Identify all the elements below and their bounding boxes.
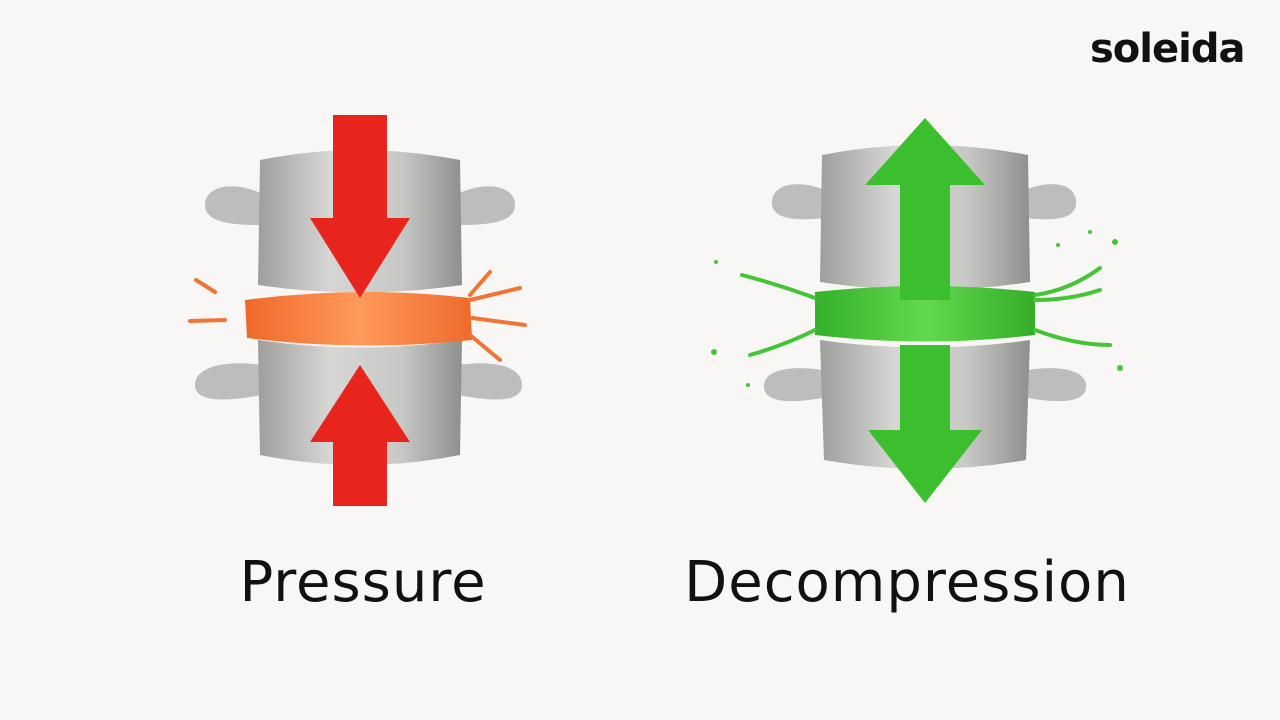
- compression-arrow-down-icon: [310, 115, 410, 298]
- decompression-arrow-up-icon: [865, 118, 985, 300]
- brand-logo: soleida: [1090, 26, 1245, 72]
- decompression-arrow-down-icon: [868, 345, 982, 503]
- compression-arrow-up-icon: [310, 365, 410, 506]
- decompression-label: Decompression: [684, 550, 1130, 615]
- pressure-label: Pressure: [239, 550, 487, 615]
